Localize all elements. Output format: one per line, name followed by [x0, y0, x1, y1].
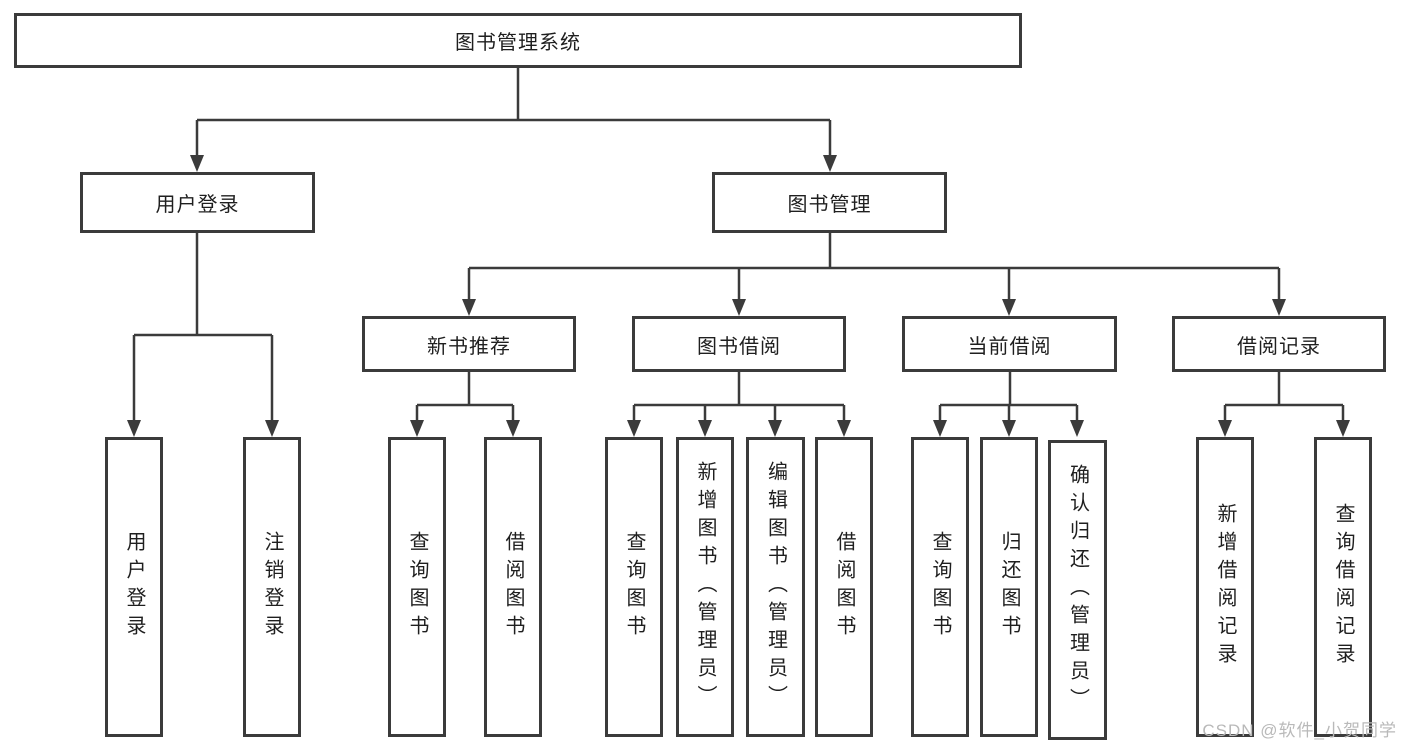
- node-user-login: 用户登录: [80, 172, 315, 233]
- node-root-label: 图书管理系统: [455, 32, 581, 54]
- leaf-recommend-borrow-book-label: 借阅图书: [502, 531, 524, 643]
- leaf-logout: 注销登录: [243, 437, 301, 737]
- leaf-user-login: 用户登录: [105, 437, 163, 737]
- node-root: 图书管理系统: [14, 13, 1022, 68]
- leaf-borrow-query-book: 查询图书: [605, 437, 663, 737]
- leaf-borrow-borrow-book: 借阅图书: [815, 437, 873, 737]
- leaf-current-confirm-return-admin-label: 确认归还（管理员）: [1066, 464, 1089, 716]
- leaf-current-return-book-label: 归还图书: [998, 531, 1020, 643]
- leaf-record-add-record-label: 新增借阅记录: [1214, 503, 1236, 671]
- leaf-current-query-book-label: 查询图书: [929, 531, 951, 643]
- node-current-borrow-label: 当前借阅: [967, 335, 1052, 358]
- node-user-login-label: 用户登录: [155, 194, 240, 216]
- node-new-book-recommend: 新书推荐: [362, 316, 576, 372]
- node-borrow-record-label: 借阅记录: [1237, 335, 1321, 358]
- watermark: CSDN @软件_小贺同学: [1202, 721, 1397, 740]
- node-book-borrow-label: 图书借阅: [697, 335, 781, 358]
- leaf-recommend-query-book: 查询图书: [388, 437, 446, 737]
- leaf-borrow-add-book-admin: 新增图书（管理员）: [676, 437, 734, 737]
- node-borrow-record: 借阅记录: [1172, 316, 1386, 372]
- leaf-record-add-record: 新增借阅记录: [1196, 437, 1254, 737]
- node-book-management-label: 图书管理: [787, 194, 872, 216]
- leaf-borrow-add-book-admin-label: 新增图书（管理员）: [694, 461, 716, 713]
- leaf-current-return-book: 归还图书: [980, 437, 1038, 737]
- node-current-borrow: 当前借阅: [902, 316, 1117, 372]
- leaf-borrow-edit-book-admin-label: 编辑图书（管理员）: [764, 461, 787, 713]
- node-new-book-recommend-label: 新书推荐: [427, 335, 511, 358]
- leaf-recommend-borrow-book: 借阅图书: [484, 437, 542, 737]
- arrowheads: [127, 155, 1350, 437]
- leaf-user-login-label: 用户登录: [123, 531, 145, 643]
- leaf-current-confirm-return-admin: 确认归还（管理员）: [1048, 440, 1107, 740]
- leaf-record-query-record-label: 查询借阅记录: [1332, 503, 1354, 671]
- leaf-recommend-query-book-label: 查询图书: [406, 531, 428, 643]
- node-book-management: 图书管理: [712, 172, 947, 233]
- leaf-record-query-record: 查询借阅记录: [1314, 437, 1372, 737]
- leaf-borrow-edit-book-admin: 编辑图书（管理员）: [746, 437, 805, 737]
- leaf-borrow-query-book-label: 查询图书: [623, 531, 645, 643]
- leaf-borrow-borrow-book-label: 借阅图书: [833, 531, 855, 643]
- node-book-borrow: 图书借阅: [632, 316, 846, 372]
- leaf-logout-label: 注销登录: [261, 531, 283, 643]
- leaf-current-query-book: 查询图书: [911, 437, 969, 737]
